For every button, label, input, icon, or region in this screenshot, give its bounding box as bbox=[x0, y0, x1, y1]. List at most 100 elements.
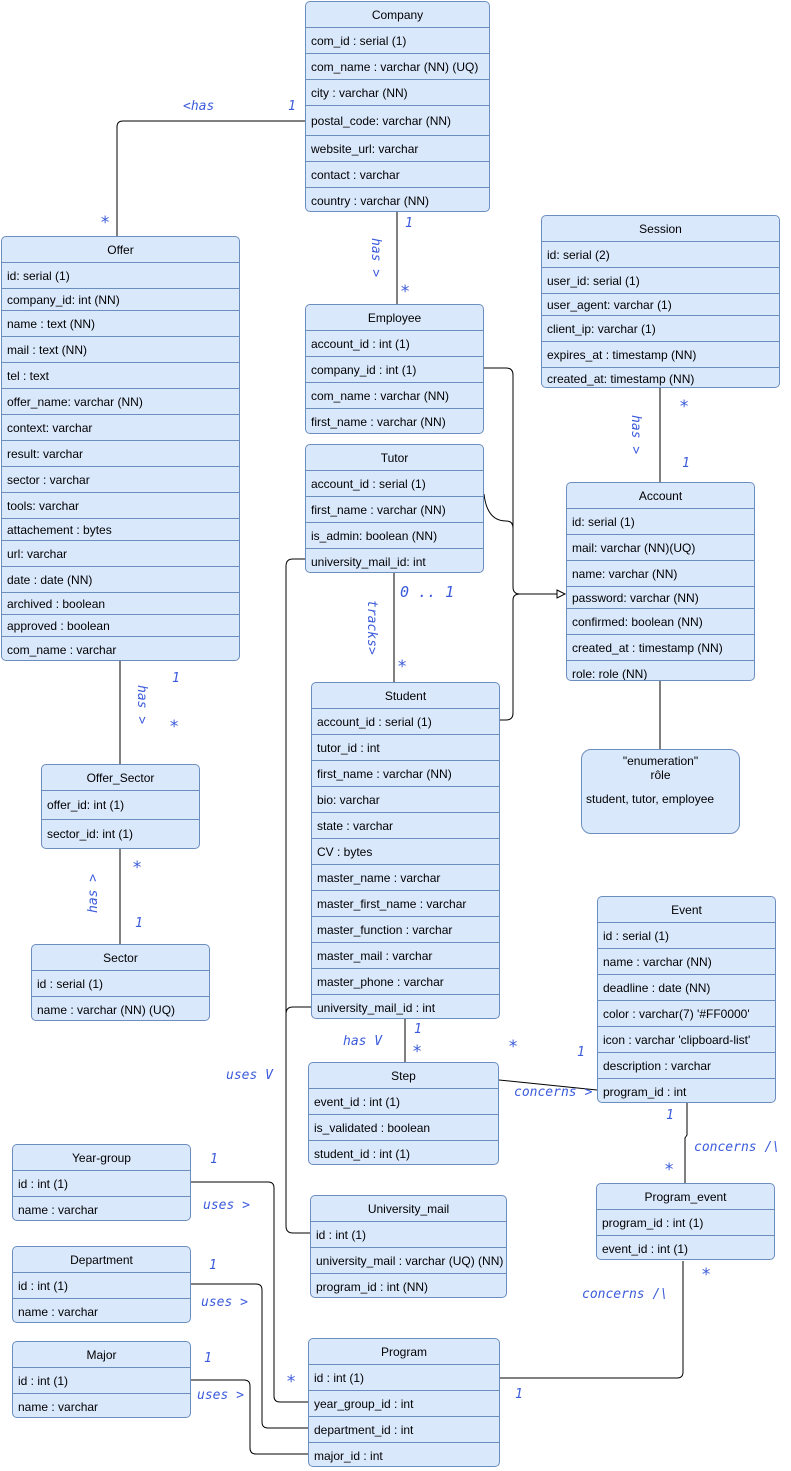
annotation-company-offer-rel: <has bbox=[183, 99, 215, 114]
field-row: result: varchar bbox=[2, 441, 239, 467]
entity-title: Employee bbox=[306, 305, 483, 331]
entity-program[interactable]: Program id : int (1) year_group_id : int… bbox=[308, 1338, 500, 1467]
entity-title: Major bbox=[13, 1342, 190, 1368]
field-row: account_id : int (1) bbox=[306, 331, 483, 357]
line-tutor-univmail bbox=[285, 558, 310, 1234]
annotation-sector-one: 1 bbox=[135, 916, 143, 931]
field-row: id : int (1) bbox=[13, 1368, 190, 1394]
field-row: name : varchar bbox=[18, 1400, 99, 1414]
annotation-event-step-many: * bbox=[508, 1037, 519, 1057]
entity-session[interactable]: Session id: serial (2) user_id: serial (… bbox=[541, 215, 780, 388]
entity-employee[interactable]: Employee account_id : int (1) company_id… bbox=[305, 304, 484, 434]
field-row: program_id : int (1) bbox=[597, 1210, 774, 1236]
entity-title: Program_event bbox=[597, 1184, 774, 1210]
field-row: archived : boolean bbox=[2, 593, 239, 615]
field-row: confirmed: boolean (NN) bbox=[567, 609, 754, 635]
annotation-program-many: * bbox=[286, 1372, 297, 1392]
arrow-account bbox=[556, 589, 567, 599]
entity-year-group[interactable]: Year-group id : int (1) name : varchar bbox=[12, 1144, 191, 1221]
entity-title: Program bbox=[309, 1339, 499, 1365]
field-row: approved : boolean bbox=[2, 615, 239, 637]
field-row: is_admin: boolean (NN) bbox=[306, 523, 483, 549]
field-row: master_first_name : varchar bbox=[312, 891, 499, 917]
annotation-session-account-many: * bbox=[679, 397, 690, 417]
entity-event[interactable]: Event id : serial (1) name : varchar (NN… bbox=[597, 896, 776, 1103]
field-row: student_id : int (1) bbox=[314, 1147, 411, 1161]
line-company-offer bbox=[116, 120, 305, 237]
field-row: department_id : int bbox=[309, 1417, 499, 1443]
field-row: name : varchar bbox=[18, 1305, 99, 1319]
line-tutor-account bbox=[483, 493, 514, 587]
entity-step[interactable]: Step event_id : int (1) is_validated : b… bbox=[308, 1062, 499, 1165]
annotation-session-account-rel: has > bbox=[628, 415, 643, 455]
field-row: com_name : varchar (NN) (UQ) bbox=[306, 54, 489, 80]
annotation-program-event-many: * bbox=[701, 1265, 712, 1285]
field-row: master_phone : varchar bbox=[312, 969, 499, 995]
field-row: name: varchar (NN) bbox=[567, 561, 754, 587]
annotation-session-account-one: 1 bbox=[682, 456, 690, 471]
field-row: id : int (1) bbox=[13, 1273, 190, 1299]
entity-sector[interactable]: Sector id : serial (1) name : varchar (N… bbox=[31, 944, 210, 1021]
field-row: deadline : date (NN) bbox=[598, 975, 775, 1001]
annotation-tutor-student-rel: tracks> bbox=[364, 600, 379, 655]
field-row: description : varchar bbox=[598, 1053, 775, 1079]
annotation-event-step-rel: concerns > bbox=[514, 1085, 593, 1100]
annotation-sector-rel: has > bbox=[86, 873, 101, 913]
field-row: contact : varchar bbox=[306, 162, 489, 188]
entity-title: Sector bbox=[32, 945, 209, 971]
annotation-event-program-rel: concerns /\ bbox=[694, 1140, 781, 1155]
entity-company[interactable]: Company com_id : serial (1) com_name : v… bbox=[305, 1, 490, 212]
field-row: password: varchar (NN) bbox=[567, 587, 754, 609]
annotation-tutor-student-many: * bbox=[397, 657, 408, 677]
field-row: first_name : varchar (NN) bbox=[312, 761, 499, 787]
annotation-event-program-one: 1 bbox=[666, 1108, 674, 1123]
annotation-program-one: 1 bbox=[515, 1387, 523, 1402]
field-row: event_id : int (1) bbox=[602, 1242, 689, 1256]
field-row: id: serial (2) bbox=[542, 242, 779, 268]
field-row: color : varchar(7) '#FF0000' bbox=[598, 1001, 775, 1027]
enumeration-name: rôle bbox=[650, 768, 671, 782]
entity-title: Session bbox=[542, 216, 779, 242]
annotation-sector-many: * bbox=[132, 858, 143, 878]
field-row: account_id : serial (1) bbox=[312, 709, 499, 735]
entity-major[interactable]: Major id : int (1) name : varchar bbox=[12, 1341, 191, 1418]
entity-tutor[interactable]: Tutor account_id : serial (1) first_name… bbox=[305, 444, 484, 573]
annotation-department-one: 1 bbox=[209, 1258, 217, 1273]
entity-title: Step bbox=[309, 1063, 498, 1089]
line-program-programevent bbox=[500, 1261, 684, 1379]
entity-department[interactable]: Department id : int (1) name : varchar bbox=[12, 1246, 191, 1323]
field-row: id: serial (1) bbox=[567, 509, 754, 535]
field-row: is_validated : boolean bbox=[309, 1115, 498, 1141]
entity-offer[interactable]: Offer id: serial (1) company_id: int (NN… bbox=[1, 236, 240, 661]
entity-student[interactable]: Student account_id : serial (1) tutor_id… bbox=[311, 682, 500, 1019]
entity-title: Department bbox=[13, 1247, 190, 1273]
annotation-year-group-one: 1 bbox=[210, 1152, 218, 1167]
entity-account[interactable]: Account id: serial (1) mail: varchar (NN… bbox=[566, 482, 755, 681]
entity-program-event[interactable]: Program_event program_id : int (1) event… bbox=[596, 1183, 775, 1260]
field-row: account_id : serial (1) bbox=[306, 471, 483, 497]
enumeration-role[interactable]: "enumeration" rôle student, tutor, emplo… bbox=[581, 749, 740, 834]
field-row: first_name : varchar (NN) bbox=[306, 497, 483, 523]
annotation-program-event-rel: concerns /\ bbox=[582, 1287, 669, 1302]
field-row: bio: varchar bbox=[312, 787, 499, 813]
field-row: name : varchar (NN) bbox=[598, 949, 775, 975]
entity-title: Offer bbox=[2, 237, 239, 263]
annotation-offer-sector-rel: has > bbox=[134, 685, 149, 725]
entity-university-mail[interactable]: University_mail id : int (1) university_… bbox=[310, 1195, 507, 1298]
annotation-student-step-rel: has V bbox=[343, 1034, 383, 1049]
field-row: user_id: serial (1) bbox=[542, 268, 779, 294]
annotation-event-step-one: 1 bbox=[577, 1045, 585, 1060]
annotation-company-employee-rel: has > bbox=[368, 238, 383, 278]
field-row: id : int (1) bbox=[311, 1222, 506, 1248]
field-row: tutor_id : int bbox=[312, 735, 499, 761]
field-row: attachement : bytes bbox=[2, 519, 239, 541]
field-row: com_name : varchar (NN) bbox=[306, 383, 483, 409]
annotation-offer-sector-many: * bbox=[169, 717, 180, 737]
line-department-program bbox=[191, 1283, 308, 1429]
field-row: university_mail : varchar (UQ) (NN) bbox=[311, 1248, 506, 1274]
entity-title: Event bbox=[598, 897, 775, 923]
annotation-major-one: 1 bbox=[204, 1351, 212, 1366]
field-row: website_url: varchar bbox=[306, 136, 489, 162]
entity-offer-sector[interactable]: Offer_Sector offer_id: int (1) sector_id… bbox=[41, 764, 200, 849]
